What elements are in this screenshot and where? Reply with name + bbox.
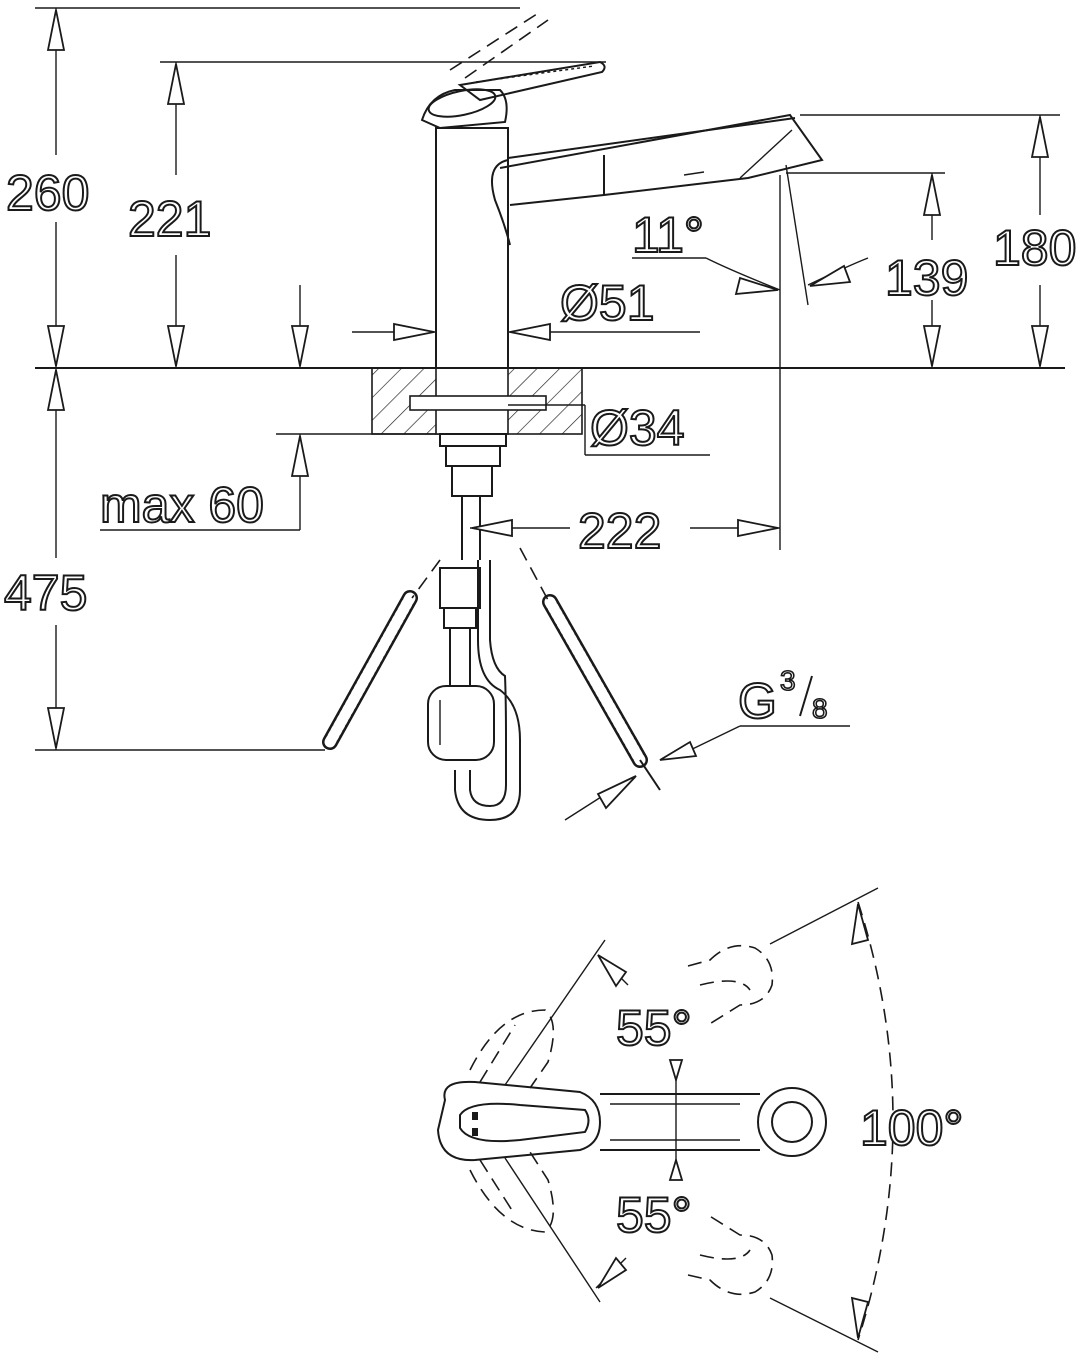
dim-d34: Ø34 bbox=[590, 400, 685, 456]
faucet-spout bbox=[491, 113, 945, 368]
dim-139: 139 bbox=[885, 250, 968, 306]
faucet-body bbox=[420, 11, 606, 369]
dim-max60: max 60 bbox=[100, 477, 264, 533]
dim-d51: Ø51 bbox=[560, 275, 655, 331]
side-view: 260 221 11° 139 180 Ø51 Ø34 max 60 222 4… bbox=[3, 7, 1077, 822]
dim-221: 221 bbox=[128, 191, 211, 247]
dim-11-deg: 11° bbox=[632, 207, 704, 263]
dim-100-deg: 100° bbox=[860, 1100, 963, 1156]
dim-180: 180 bbox=[993, 220, 1076, 276]
arrowheads bbox=[46, 9, 1050, 810]
dim-g-thread: G bbox=[738, 673, 777, 729]
supply-hoses bbox=[322, 547, 661, 791]
top-view: 55° 55° 100° bbox=[436, 887, 964, 1353]
dim-260: 260 bbox=[6, 165, 89, 221]
dim-475: 475 bbox=[4, 565, 87, 621]
dim-222: 222 bbox=[578, 503, 661, 559]
countertop-section bbox=[371, 367, 583, 435]
dim-55-deg-upper: 55° bbox=[616, 1000, 692, 1056]
dim-g-thread-num: 3 bbox=[780, 665, 796, 696]
dim-g-thread-den: 8 bbox=[812, 693, 828, 724]
mounting-assembly bbox=[427, 433, 521, 822]
dimension-labels: 260 221 11° 139 180 Ø51 Ø34 max 60 222 4… bbox=[3, 164, 1077, 730]
dim-55-deg-lower: 55° bbox=[616, 1187, 692, 1243]
